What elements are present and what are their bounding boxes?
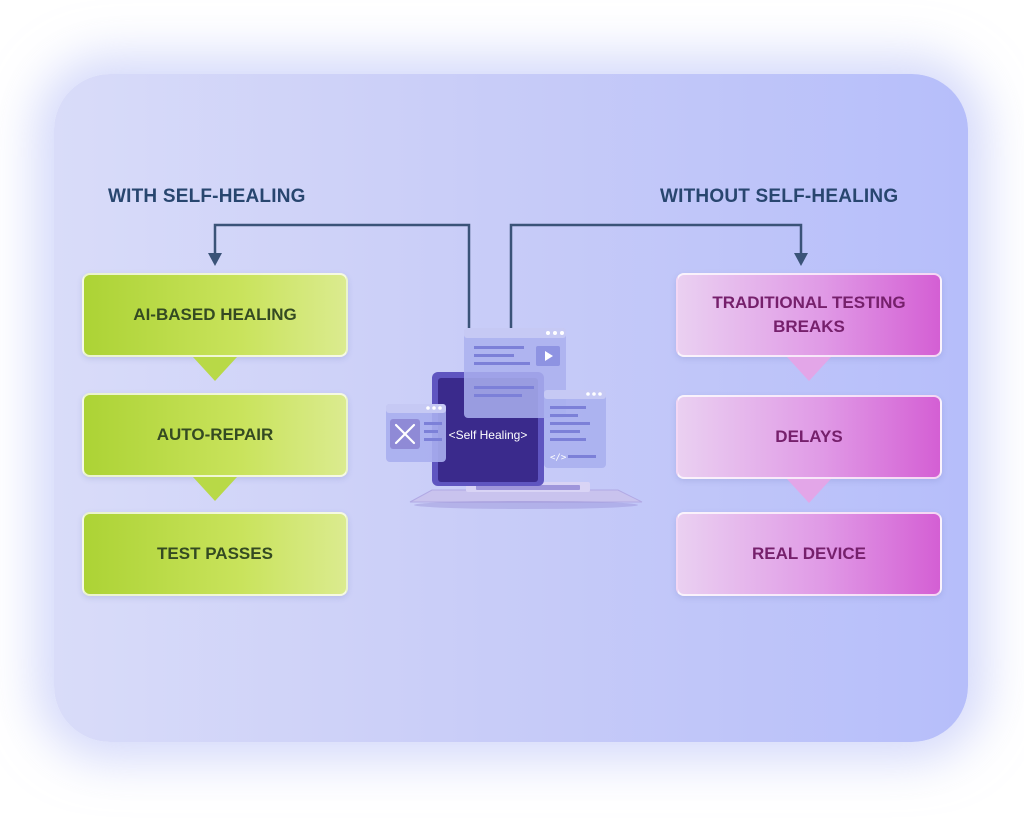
left-step-2: AUTO-REPAIR bbox=[82, 393, 348, 477]
right-step-1-label: TRADITIONAL TESTING BREAKS bbox=[712, 293, 906, 336]
left-arrowhead bbox=[208, 253, 222, 266]
right-arrowhead bbox=[794, 253, 808, 266]
laptop-illustration: </> <Self Healing> bbox=[380, 322, 650, 522]
laptop-icon: </> <Self Healing> bbox=[386, 328, 643, 509]
left-step-3-label: TEST PASSES bbox=[157, 544, 273, 563]
left-step-1-pointer bbox=[193, 357, 237, 381]
code-icon: </> bbox=[550, 453, 567, 463]
right-step-2: DELAYS bbox=[676, 395, 942, 479]
right-connector bbox=[509, 223, 803, 330]
left-heading: WITH SELF-HEALING bbox=[108, 186, 306, 207]
play-icon bbox=[545, 351, 553, 361]
right-step-1: TRADITIONAL TESTING BREAKS bbox=[676, 273, 942, 357]
right-heading: WITHOUT SELF-HEALING bbox=[660, 186, 899, 207]
right-step-3: REAL DEVICE bbox=[676, 512, 942, 596]
right-step-1-pointer bbox=[787, 357, 831, 381]
right-step-2-pointer bbox=[787, 479, 831, 503]
left-step-2-pointer bbox=[193, 477, 237, 501]
left-step-3: TEST PASSES bbox=[82, 512, 348, 596]
right-step-3-label: REAL DEVICE bbox=[752, 544, 866, 563]
screen-label: <Self Healing> bbox=[449, 428, 528, 442]
tools-icon bbox=[394, 423, 416, 445]
left-step-1: AI-BASED HEALING bbox=[82, 273, 348, 357]
right-step-2-label: DELAYS bbox=[775, 427, 843, 446]
left-step-2-label: AUTO-REPAIR bbox=[156, 425, 274, 444]
left-connector bbox=[213, 223, 471, 330]
left-step-1-label: AI-BASED HEALING bbox=[133, 305, 297, 324]
